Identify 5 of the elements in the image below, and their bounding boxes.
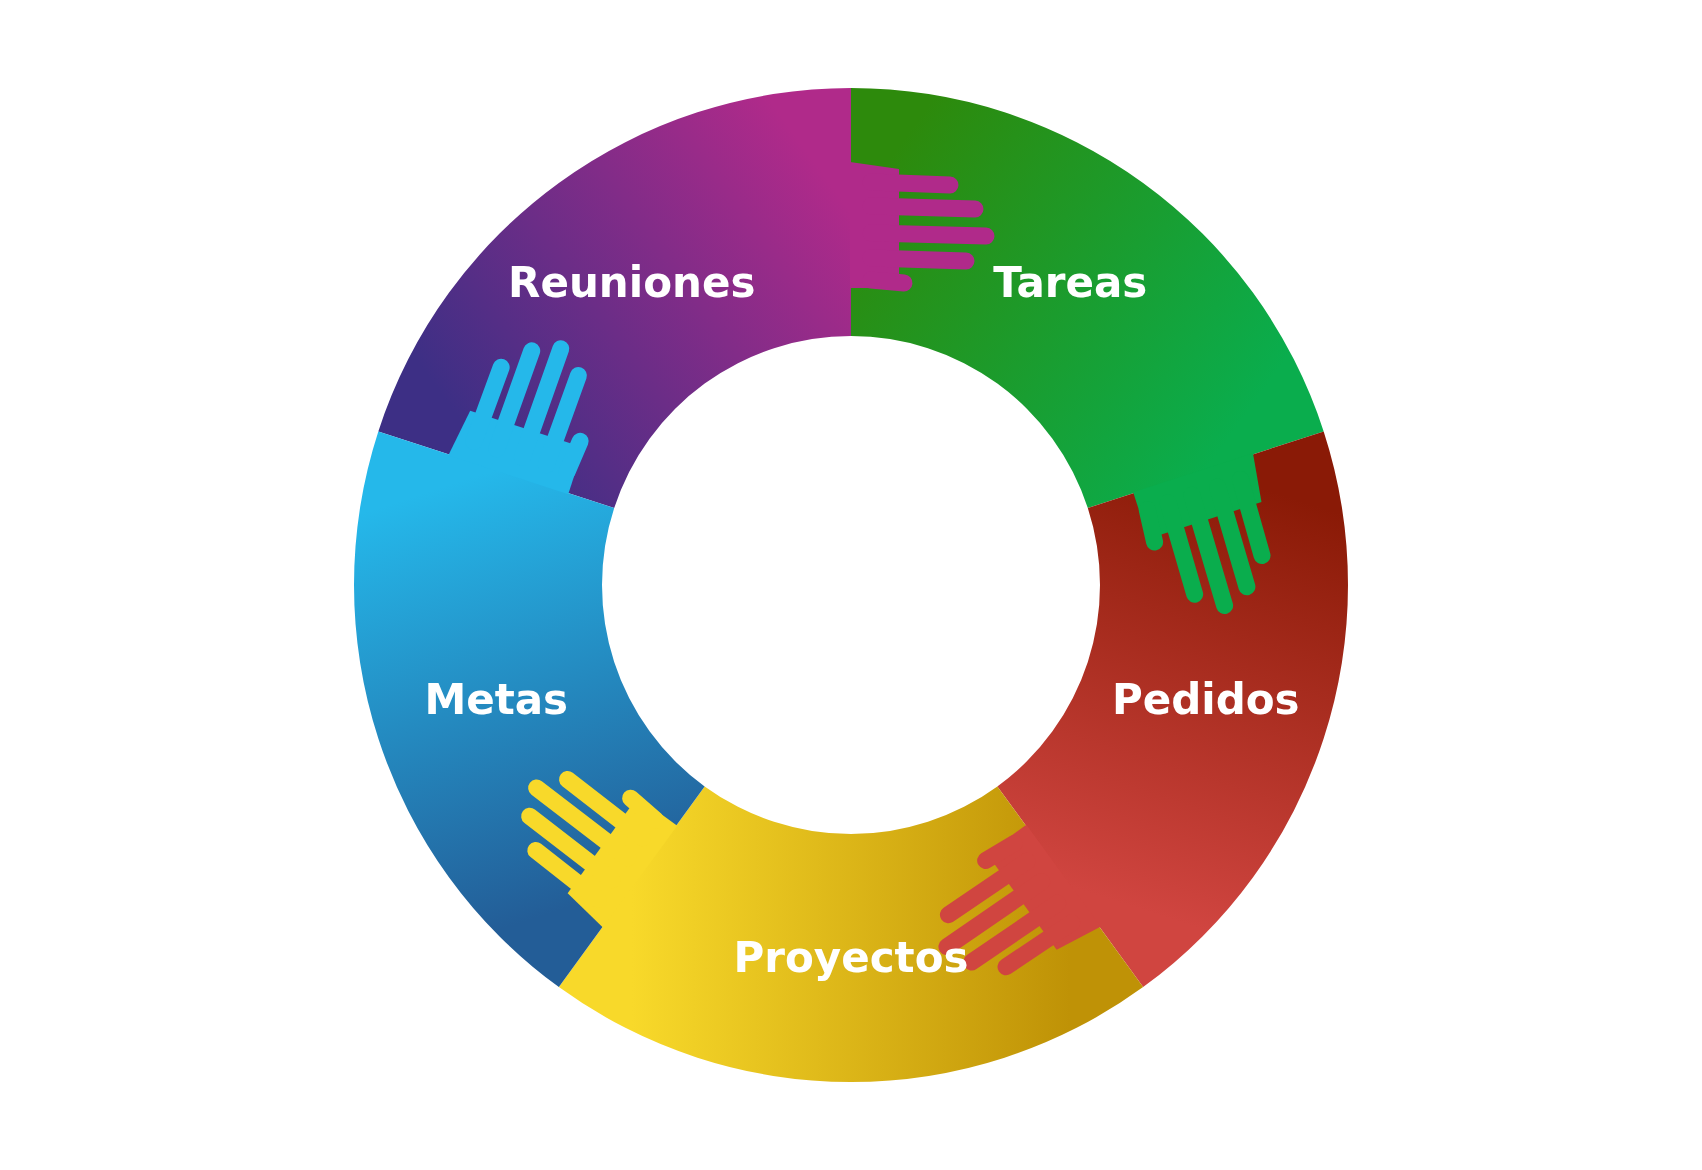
segment-label: Tareas bbox=[993, 260, 1148, 307]
segment-label: Metas bbox=[424, 677, 569, 724]
segment-label: Reuniones bbox=[508, 260, 756, 307]
segment-label: Pedidos bbox=[1111, 677, 1300, 724]
segment-label: Proyectos bbox=[733, 934, 969, 982]
